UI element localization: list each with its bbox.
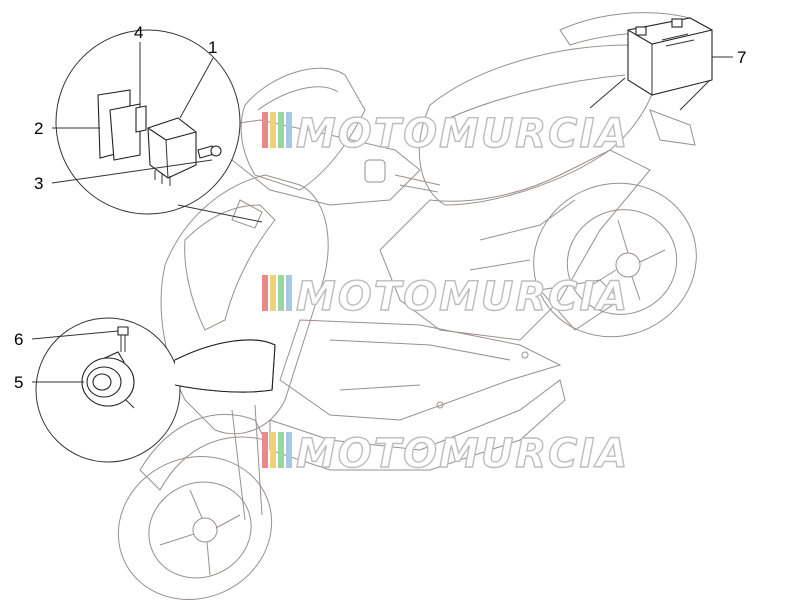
callout-3: 3 (34, 174, 43, 193)
callout-leaders (31, 42, 733, 383)
watermark-text-middle: MOTOMURCIA (296, 274, 629, 320)
floorboard (279, 319, 562, 421)
watermark-middle: MOTOMURCIA (262, 273, 629, 321)
watermark-bottom: MOTOMURCIA (262, 430, 629, 478)
callout-4: 4 (134, 23, 143, 42)
watermark-top: MOTOMURCIA (262, 110, 629, 158)
watermark-text-bottom: MOTOMURCIA (296, 431, 629, 477)
scooter-outline (117, 12, 701, 600)
front-rim (148, 481, 252, 579)
front-hub (192, 517, 218, 543)
battery-detail (589, 17, 713, 111)
relay-detail (55, 29, 263, 223)
callout-2: 2 (34, 119, 43, 138)
watermark-text-top: MOTOMURCIA (296, 111, 629, 157)
battery-leader (589, 77, 713, 111)
relay-detail-leader (177, 204, 263, 223)
front-tyre (117, 456, 273, 600)
callout-1: 1 (208, 38, 217, 57)
rear-tyre (533, 182, 697, 338)
horn-detail (35, 317, 276, 463)
relay-clip (135, 105, 147, 133)
callout-5: 5 (14, 373, 23, 392)
horn-screw (117, 326, 129, 336)
callout-6: 6 (14, 330, 23, 349)
callout-7: 7 (737, 48, 746, 67)
relay-detail-circle (55, 29, 241, 215)
rear-rim (566, 209, 678, 315)
